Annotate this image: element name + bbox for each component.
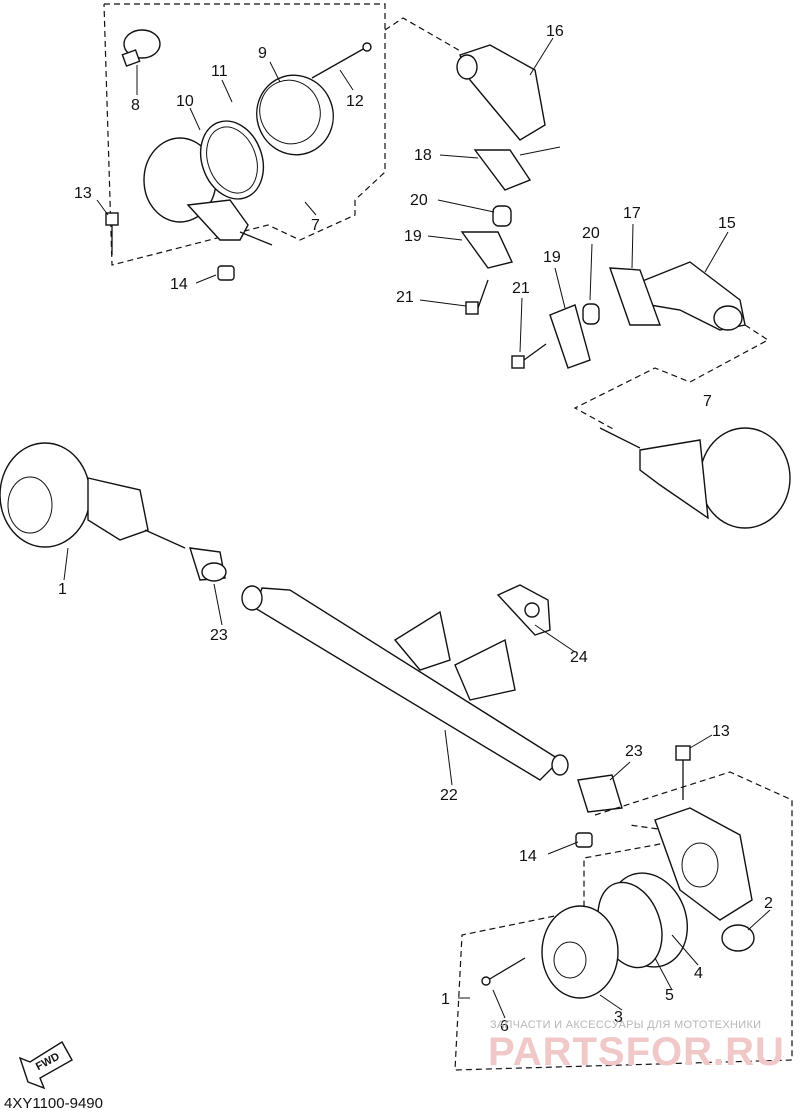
damper-part-17	[608, 267, 661, 326]
label-13-bottom: 13	[712, 723, 730, 740]
leader-lines-top-right	[419, 37, 729, 353]
label-6: 6	[500, 1018, 509, 1035]
label-7-right: 7	[703, 393, 712, 410]
label-2: 2	[764, 895, 773, 912]
label-11: 11	[211, 63, 228, 80]
dashed-connector-top	[384, 17, 463, 53]
assembly-boundary-top-left	[103, 3, 386, 266]
collar-part-20-right	[582, 303, 600, 325]
label-3: 3	[614, 1009, 623, 1026]
bolt-part-13-bottom	[675, 745, 691, 800]
lens-part-3	[541, 905, 619, 999]
label-17: 17	[623, 205, 641, 222]
leader-lines-top-left	[96, 61, 354, 284]
dashed-connector-right	[573, 324, 770, 431]
bolt-part-21-top	[465, 279, 489, 315]
label-8: 8	[131, 97, 140, 114]
cross-bar-part-22	[241, 585, 569, 781]
housing-part-9	[256, 74, 334, 156]
screw-part-6	[481, 957, 526, 986]
label-4: 4	[694, 965, 703, 982]
nut-part-14-top	[217, 265, 235, 281]
label-24: 24	[570, 649, 588, 666]
label-5: 5	[665, 987, 674, 1004]
bolt-part-13-top	[105, 212, 119, 255]
watermark-subtitle: ЗАПЧАСТИ И АКСЕССУАРЫ ДЛЯ МОТОТЕХНИКИ	[490, 1019, 762, 1031]
bushing-part-23-left	[189, 547, 227, 582]
forward-direction-arrow: FWD	[18, 1041, 73, 1090]
part-number-labels: 8 9 11 10 12 13 7 14 16 18 20 19 21 17 1…	[58, 23, 773, 1035]
bushing-part-23-right	[577, 774, 623, 813]
label-12: 12	[346, 93, 364, 110]
watermark-logo: PARTSFOR.RU	[488, 1030, 785, 1074]
stay-part-15	[639, 261, 746, 331]
assembly-boundary-bottom-right	[454, 771, 793, 1071]
damper-plate-part-18	[473, 149, 532, 191]
label-22: 22	[440, 787, 458, 804]
bulb-part-8	[121, 29, 161, 67]
stay-part-16	[456, 44, 546, 141]
label-14-top: 14	[170, 276, 188, 293]
plate-part-19-right	[549, 304, 591, 369]
label-20-top: 20	[410, 192, 428, 209]
mount-bracket-top-left	[186, 199, 273, 246]
leader-lines-bottom	[63, 547, 771, 1019]
screw-part-12	[311, 42, 372, 79]
label-20-right: 20	[582, 225, 600, 242]
label-19-top: 19	[404, 228, 422, 245]
label-18: 18	[414, 147, 432, 164]
label-1-bottom: 1	[441, 991, 450, 1008]
label-19-right: 19	[543, 249, 561, 266]
housing-part-2-body	[654, 807, 753, 921]
gasket-part-11	[199, 120, 265, 200]
nut-part-14-bottom	[575, 832, 593, 848]
plate-part-19-top	[460, 231, 513, 269]
label-9: 9	[258, 45, 267, 62]
label-13-top: 13	[74, 185, 92, 202]
label-21-right: 21	[512, 280, 530, 297]
collar-part-20-top	[492, 205, 512, 227]
label-10: 10	[176, 93, 194, 110]
clamp-part-24	[496, 584, 551, 636]
label-23-left: 23	[210, 627, 228, 644]
diagram-code: 4XY1100-9490	[4, 1095, 103, 1112]
label-23-right: 23	[625, 743, 643, 760]
label-7-top: 7	[311, 217, 320, 234]
bolt-part-21-right	[511, 343, 547, 369]
label-21-top: 21	[396, 289, 414, 306]
label-14-bottom: 14	[519, 848, 537, 865]
flasher-assembly-part-7-right	[599, 427, 791, 529]
bulb-part-2	[721, 924, 755, 952]
label-1-left: 1	[58, 581, 67, 598]
label-15: 15	[718, 215, 736, 232]
flasher-assembly-part-1-left	[0, 442, 186, 549]
label-16: 16	[546, 23, 564, 40]
